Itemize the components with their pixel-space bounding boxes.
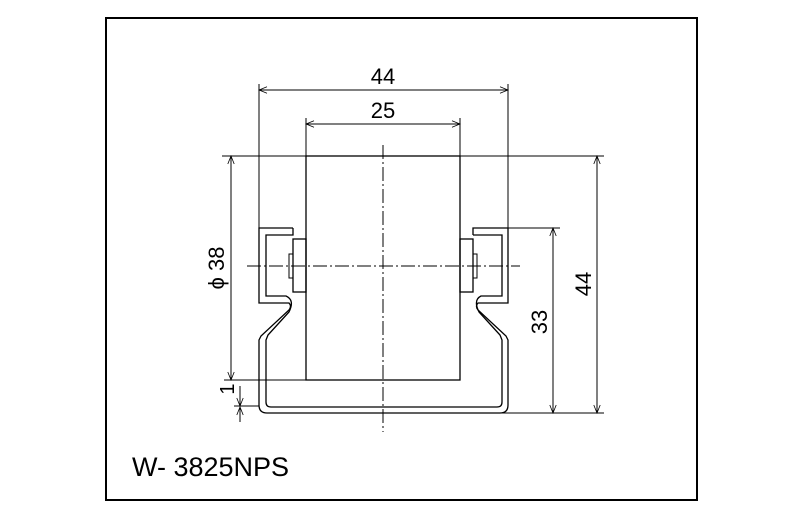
- dim-frame-height: 33: [527, 228, 553, 413]
- dim-label-roller-diameter: ϕ 38: [204, 247, 229, 290]
- dim-label-overall-height: 44: [571, 272, 596, 296]
- dim-overall-width: 44: [259, 64, 508, 90]
- dim-roller-diameter: ϕ 38: [204, 156, 231, 380]
- dim-roller-width: 25: [306, 98, 460, 124]
- dim-label-overall-width: 44: [371, 64, 395, 89]
- dim-label-frame-height: 33: [527, 310, 552, 334]
- dim-clearance: 1: [217, 383, 240, 422]
- extension-lines: [222, 84, 604, 414]
- dim-overall-height: 44: [571, 156, 597, 413]
- dim-label-clearance: 1: [217, 383, 239, 394]
- model-number: W- 3825NPS: [132, 452, 289, 482]
- dim-label-roller-width: 25: [371, 98, 395, 123]
- drawing-border: [105, 17, 698, 501]
